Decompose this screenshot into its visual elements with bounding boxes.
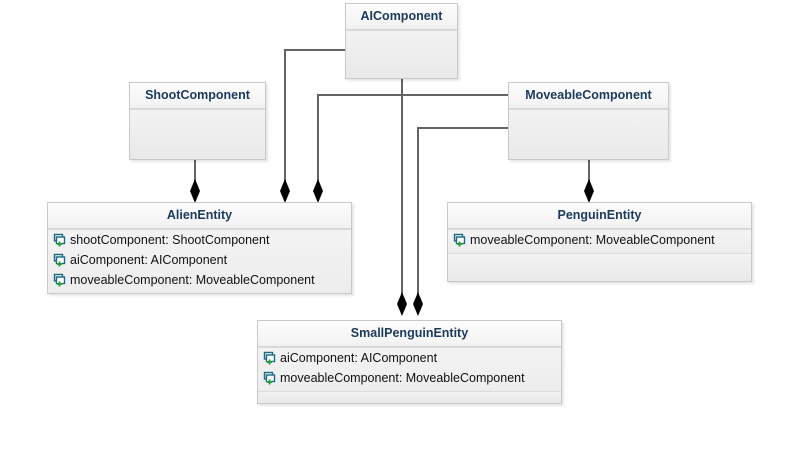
class-compartment-attributes-penguin-entity: moveableComponent: MoveableComponent xyxy=(448,229,751,253)
class-compartment-empty-small-penguin-entity xyxy=(258,391,561,403)
edge-shootcomponent-alienentity-vertical xyxy=(194,160,196,183)
edge-aicomponent-alienentity-horizontal xyxy=(284,49,346,51)
attribute-label: moveableComponent: MoveableComponent xyxy=(280,371,525,385)
class-box-shoot-component[interactable]: ShootComponent xyxy=(129,82,266,160)
class-title-moveable-component: MoveableComponent xyxy=(509,83,668,109)
class-title-penguin-entity: PenguinEntity xyxy=(448,203,751,229)
class-box-small-penguin-entity[interactable]: SmallPenguinEntity aiComponent: AICompon… xyxy=(257,320,562,404)
class-box-ai-component[interactable]: AIComponent xyxy=(345,3,458,79)
attribute-label: moveableComponent: MoveableComponent xyxy=(70,273,315,287)
attribute-row[interactable]: moveableComponent: MoveableComponent xyxy=(258,368,561,388)
class-title-small-penguin-entity: SmallPenguinEntity xyxy=(258,321,561,347)
attribute-row[interactable]: shootComponent: ShootComponent xyxy=(48,230,351,250)
field-icon xyxy=(53,273,67,287)
class-box-alien-entity[interactable]: AlienEntity shootComponent: ShootCompone… xyxy=(47,202,352,294)
composition-diamond-moveable-penguinentity xyxy=(584,179,594,203)
field-icon xyxy=(53,253,67,267)
class-title-ai-component: AIComponent xyxy=(346,4,457,30)
class-title-shoot-component: ShootComponent xyxy=(130,83,265,109)
composition-diamond-aicomponent-alienentity xyxy=(280,179,290,203)
edge-moveable-penguinentity-vertical xyxy=(588,160,590,183)
edge-moveable-alienentity-vertical xyxy=(317,94,319,183)
class-compartment-attributes-alien-entity: shootComponent: ShootComponent aiCompone… xyxy=(48,229,351,293)
attribute-label: shootComponent: ShootComponent xyxy=(70,233,270,247)
attribute-row[interactable]: moveableComponent: MoveableComponent xyxy=(48,270,351,290)
composition-diamond-aicomponent-smallpenguin xyxy=(397,292,407,316)
attribute-row[interactable]: aiComponent: AIComponent xyxy=(258,348,561,368)
attribute-label: aiComponent: AIComponent xyxy=(70,253,228,267)
composition-diamond-moveable-smallpenguin xyxy=(413,292,423,316)
composition-diamond-moveable-alienentity xyxy=(313,179,323,203)
edge-moveable-smallpenguin-vertical xyxy=(417,127,419,296)
composition-diamond-shootcomponent-alienentity xyxy=(190,179,200,203)
attribute-label: aiComponent: AIComponent xyxy=(280,351,438,365)
class-compartment-empty-moveable-component xyxy=(509,109,668,159)
attribute-row[interactable]: aiComponent: AIComponent xyxy=(48,250,351,270)
edge-moveable-alienentity-horizontal xyxy=(317,94,509,96)
field-icon xyxy=(263,351,277,365)
class-title-alien-entity: AlienEntity xyxy=(48,203,351,229)
attribute-label: moveableComponent: MoveableComponent xyxy=(470,233,715,247)
edge-moveable-smallpenguin-horizontal xyxy=(417,127,509,129)
class-compartment-empty-shoot-component xyxy=(130,109,265,159)
class-box-penguin-entity[interactable]: PenguinEntity moveableComponent: Moveabl… xyxy=(447,202,752,282)
edge-aicomponent-smallpenguin-vertical xyxy=(401,78,403,296)
field-icon xyxy=(453,233,467,247)
class-box-moveable-component[interactable]: MoveableComponent xyxy=(508,82,669,160)
field-icon xyxy=(53,233,67,247)
edge-aicomponent-alienentity-vertical xyxy=(284,49,286,183)
attribute-row[interactable]: moveableComponent: MoveableComponent xyxy=(448,230,751,250)
class-compartment-empty-penguin-entity xyxy=(448,253,751,281)
class-compartment-empty-ai-component xyxy=(346,30,457,78)
field-icon xyxy=(263,371,277,385)
class-compartment-attributes-small-penguin-entity: aiComponent: AIComponent moveableCompone… xyxy=(258,347,561,391)
